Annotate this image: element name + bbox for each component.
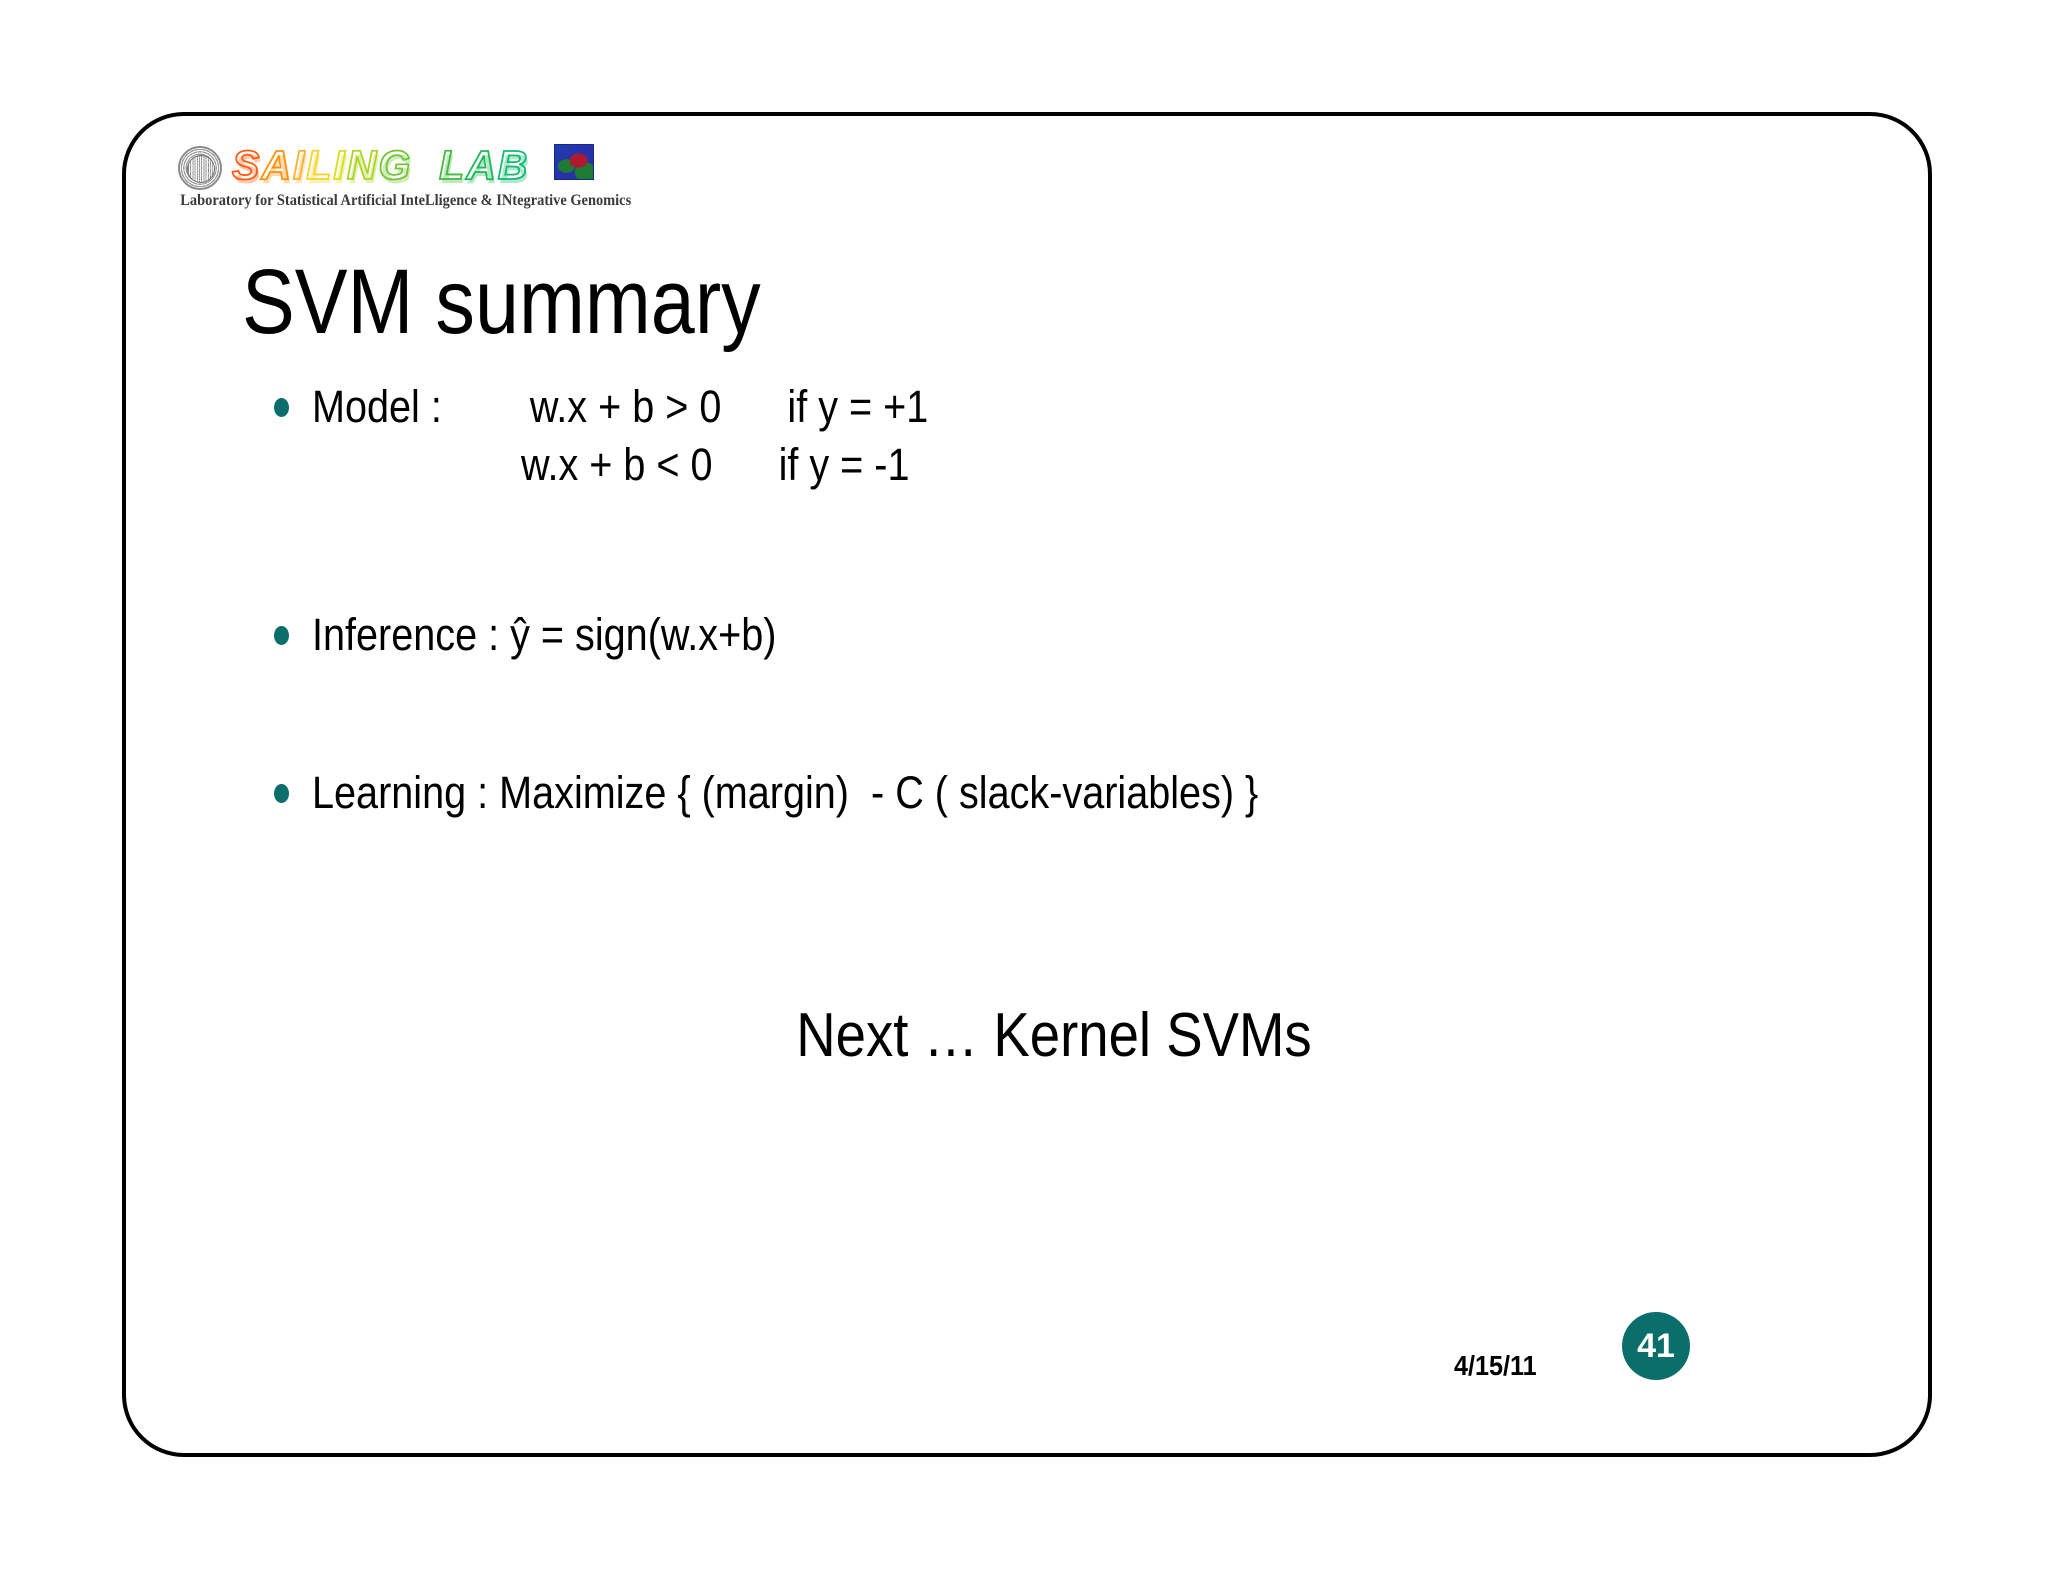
lab-thumbnail-icon — [554, 144, 594, 180]
bullet-dot-icon — [274, 784, 289, 803]
next-topic-note: Next … Kernel SVMs — [796, 1001, 1312, 1070]
bullet-dot-icon — [274, 626, 289, 645]
bullet-text-inference: Inference : ŷ = sign(w.x+b) — [312, 609, 777, 660]
footer-date: 4/15/11 — [1454, 1350, 1537, 1381]
slide-body: Model : w.x + b > 0 if y = +1 w.x + b < … — [274, 378, 1834, 1070]
spacer — [274, 822, 1834, 1002]
sailing-lab-logo: SAILING LAB Laboratory for Statistical A… — [158, 134, 632, 222]
bullet-item-learning: Learning : Maximize { (margin) - C ( sla… — [274, 764, 1834, 822]
slide-frame: SAILING LAB Laboratory for Statistical A… — [122, 112, 1932, 1457]
spacer — [274, 494, 1834, 606]
bullet-dot-icon — [274, 398, 289, 417]
page-title: SVM summary — [242, 251, 761, 353]
cmu-seal-icon — [178, 146, 222, 190]
lab-subtitle: Laboratory for Statistical Artificial In… — [180, 192, 632, 209]
spacer — [274, 664, 1834, 764]
sailing-lab-wordmark: SAILING LAB — [231, 141, 530, 189]
bullet-item-inference: Inference : ŷ = sign(w.x+b) — [274, 606, 1834, 664]
bullet-text-model-line2: w.x + b < 0 if y = -1 — [312, 439, 910, 490]
bullet-text-learning: Learning : Maximize { (margin) - C ( sla… — [312, 767, 1259, 818]
slide-number-badge: 41 — [1622, 1312, 1690, 1380]
bullet-item-model: Model : w.x + b > 0 if y = +1 — [274, 378, 1834, 436]
bullet-text-model-line1: Model : w.x + b > 0 if y = +1 — [312, 381, 929, 432]
